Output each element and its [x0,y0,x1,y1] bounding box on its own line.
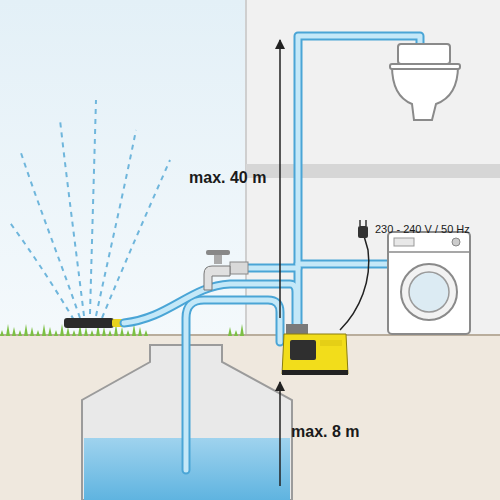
grass-blade [84,327,88,336]
grass-blade [0,330,4,336]
illustration-part [246,264,298,273]
grass-blade [120,327,124,336]
water-tap [204,250,248,290]
illustration-part [390,64,460,69]
illustration-part [320,340,342,346]
suction-dimension: max. 8 m [288,422,362,442]
sky [0,0,246,336]
illustration-part [186,300,280,470]
washing-machine [388,232,470,334]
plug [358,220,368,238]
illustration-part [124,36,420,470]
illustration-part [206,250,230,255]
grass-blade [18,330,22,336]
illustration-part [394,238,414,246]
grass-blade [36,330,40,336]
grass-blade [42,324,46,336]
toilet [390,44,460,120]
grass-blade [102,327,106,336]
grass-blade [48,327,52,336]
illustration-part [282,334,348,374]
illustration-part [124,284,296,330]
pipes [124,36,420,470]
garden-pump [282,324,348,375]
grass-blade [138,327,142,336]
illustration-part [298,262,390,267]
grass-blade [12,327,16,336]
illustration-part [388,251,470,253]
grass-blade [108,330,112,336]
sprinkler-spray [8,100,170,320]
illustration-part [392,66,458,120]
grass-blade [30,327,34,336]
grass-blade [72,330,76,336]
power-cord [340,236,369,330]
illustration-part [246,266,298,271]
illustration-part [20,150,80,318]
illustration-part [358,226,368,238]
illustration-part [8,220,74,320]
illustration-part [102,160,170,318]
illustration-part [298,260,390,269]
height-arrow [279,40,281,318]
illustration-part [96,130,136,316]
illustration-part [282,370,348,375]
grass-blade [126,330,130,336]
grass-blade [24,324,28,336]
illustration-part [409,272,449,312]
illustration-part [90,100,96,314]
illustration-part [290,340,316,360]
ground [0,334,500,500]
illustration-part [204,266,230,290]
illustration-part [60,120,84,316]
grass-blade [6,324,10,336]
grass-blade [240,324,244,336]
grass-blade [234,330,238,336]
illustration-part [398,44,450,64]
suction-arrow [279,382,281,486]
height-dimension: max. 40 m [186,168,269,188]
power-rating: 230 - 240 V / 50 Hz [372,222,473,237]
grass-blade [54,330,58,336]
illustration-part [365,220,367,226]
floor-slab [246,164,500,178]
illustration-part [124,36,420,470]
illustration-part [359,220,361,226]
illustration-part [401,264,457,320]
illustration-part [286,324,308,334]
grass-blade [60,324,64,336]
grass-blade [90,330,94,336]
illustration-part [124,284,296,330]
grass-blade [144,330,148,336]
illustration-part [214,254,222,264]
illustration-part [186,300,280,470]
sprinkler [64,318,114,328]
illustration-part [388,232,470,334]
grass-blade [228,327,232,336]
grass-blade [66,327,70,336]
illustration-part [230,262,248,274]
illustration-part [452,238,460,246]
